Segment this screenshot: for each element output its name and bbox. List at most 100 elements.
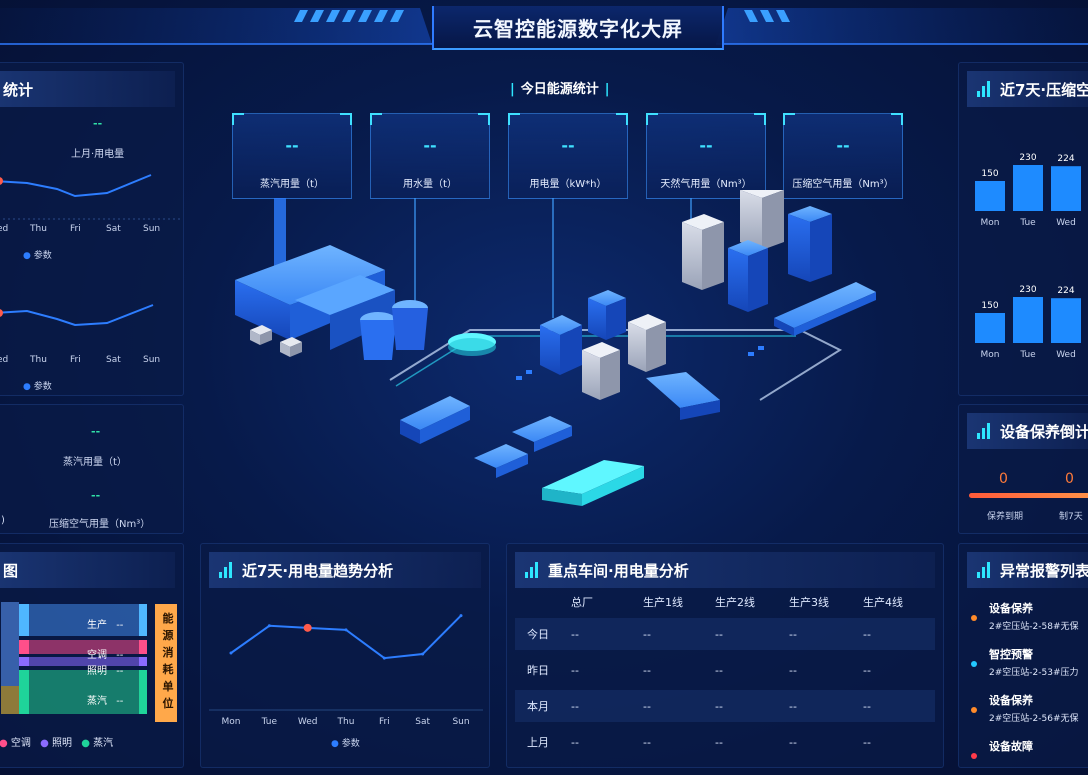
stat-card-gas: -- 天然气用量（Nm³）: [646, 113, 766, 199]
air-bar: [1051, 298, 1081, 343]
legend-text: 参数: [33, 382, 52, 392]
table-cell: --: [643, 627, 651, 641]
factory-isometric-illustration: [235, 190, 876, 506]
trend-data-point: [229, 651, 233, 655]
table-cell: --: [643, 699, 651, 713]
stat-label: 用电量（kW*h）: [529, 179, 607, 190]
table-cell: --: [715, 663, 723, 677]
trend-x-tick: Fri: [379, 717, 390, 727]
energy-flow-panel: 图 生产 -- 空调 -- 照明 -- 蒸汽 -- 能 源 消 耗 单 位 ●: [0, 543, 184, 768]
left-line-2: [0, 304, 154, 327]
bar-chart-icon: [219, 562, 232, 578]
alarm-item[interactable]: 设备保养 2#空压站-2-56#无保: [969, 692, 1088, 724]
left-line-chart-2: [0, 304, 154, 327]
air-bar-value: 150: [981, 301, 998, 311]
air-bar-x-tick: Wed: [1056, 218, 1076, 228]
stat-value: --: [561, 136, 575, 155]
alarm-list-panel: 异常报警列表 设备保养 2#空压站-2-58#无保 智控预警 2#空压站-2-5…: [958, 543, 1088, 768]
alarm-detail: 2#空压站-2-56#无保: [989, 714, 1079, 724]
table-cell: --: [571, 699, 579, 713]
trend-data-point: [459, 614, 463, 618]
energy-unit-bar: [155, 604, 177, 722]
air-usage-label: 压缩空气用量（Nm³）: [49, 519, 151, 530]
power-trend-legend: ● 参数: [331, 739, 360, 749]
left-stats-title: 统计: [0, 71, 175, 107]
stat-label: 蒸汽用量（t）: [260, 179, 324, 190]
flow-label-light: 照明 --: [87, 666, 124, 677]
stat-label: 天然气用量（Nm³）: [660, 179, 752, 190]
trend-x-tick: Thu: [337, 717, 355, 727]
alarm-list-title-text: 异常报警列表: [1000, 561, 1088, 580]
table-cell: --: [789, 663, 797, 677]
flow-label-steam: 蒸汽 --: [87, 696, 124, 707]
power-trend-title-text: 近7天·用电量趋势分析: [242, 561, 394, 580]
power-trend-title: 近7天·用电量趋势分析: [209, 552, 481, 588]
air-bar-x-tick: Mon: [981, 350, 1000, 360]
air-compressor-title: 近7天·压缩空: [967, 71, 1088, 107]
air-bar: [975, 181, 1005, 211]
workshop-power-title-text: 重点车间·用电量分析: [548, 561, 689, 580]
table-cell: --: [643, 735, 651, 749]
workshop-power-title: 重点车间·用电量分析: [515, 552, 935, 588]
table-cell: --: [571, 663, 579, 677]
air-compressor-title-text: 近7天·压缩空: [1000, 80, 1088, 99]
today-energy-title: |今日能源统计|: [510, 82, 610, 97]
legend-text: 参数: [341, 739, 360, 749]
left-chart1-legend: ● 参数: [23, 251, 52, 261]
xtick: Sun: [143, 224, 161, 234]
xtick: ed: [0, 224, 9, 234]
bar-chart-icon: [525, 562, 538, 578]
sankey-diagram: [1, 602, 177, 722]
alarm-status-dot: [971, 615, 977, 621]
left-line-2-point: [0, 309, 3, 317]
stat-card-steam: -- 蒸汽用量（t）: [232, 113, 352, 199]
today-energy-title-text: 今日能源统计: [520, 82, 599, 97]
table-cell: --: [643, 663, 651, 677]
table-cell: --: [571, 627, 579, 641]
left-usage-panel: -- 蒸汽用量（t） -- ) 压缩空气用量（Nm³）: [0, 404, 184, 534]
trend-data-point: [382, 656, 386, 660]
left-line-1: [0, 174, 152, 198]
bar-chart-icon: [977, 81, 990, 97]
xtick: Thu: [30, 224, 47, 234]
trend-data-point: [267, 624, 271, 628]
air-bar: [1013, 165, 1043, 211]
alarm-type: 智控预警: [989, 648, 1033, 661]
last-month-power-label: 上月·用电量: [71, 149, 125, 160]
trend-x-tick: Mon: [222, 717, 241, 727]
air-bar: [1013, 297, 1043, 343]
table-cell: --: [863, 663, 871, 677]
row-label: 昨日: [527, 664, 549, 677]
column-header: 生产2线: [715, 596, 755, 609]
table-row: 今日 -- -- -- -- --: [515, 618, 935, 650]
table-cell: --: [715, 699, 723, 713]
flow-node-light: [19, 657, 29, 666]
flow-label-production: 生产 --: [87, 620, 124, 631]
workshop-table-header: 总厂 生产1线 生产2线 生产3线 生产4线: [515, 586, 935, 618]
alarm-item[interactable]: 设备故障: [969, 738, 1088, 759]
trend-x-tick: Tue: [261, 717, 278, 727]
maintenance-title-text: 设备保养倒计: [1000, 422, 1088, 441]
bar-chart-icon: [977, 423, 990, 439]
maintenance-7day-count: 0: [1065, 471, 1074, 487]
table-cell: --: [789, 699, 797, 713]
alarm-status-dot: [971, 661, 977, 667]
air-bar-value: 224: [1057, 154, 1074, 164]
alarm-item[interactable]: 设备保养 2#空压站-2-58#无保: [969, 600, 1088, 632]
bar-chart-icon: [977, 562, 990, 578]
air-bar-value: 150: [981, 169, 998, 179]
table-cell: --: [715, 735, 723, 749]
air-bar-x-tick: Wed: [1056, 350, 1076, 360]
top-header-bar: 云智控能源数字化大屏: [0, 0, 1088, 50]
column-header: 生产1线: [643, 596, 683, 609]
table-row: 上月 -- -- -- -- --: [515, 726, 935, 758]
trend-x-tick: Sat: [415, 717, 430, 727]
maintenance-due-label: 保养到期: [987, 512, 1024, 522]
xtick: Thu: [30, 355, 47, 365]
left-line-chart-1: [0, 174, 183, 220]
stat-label: 压缩空气用量（Nm³）: [792, 179, 894, 190]
alarm-item[interactable]: 智控预警 2#空压站-2-53#压力: [969, 646, 1088, 678]
